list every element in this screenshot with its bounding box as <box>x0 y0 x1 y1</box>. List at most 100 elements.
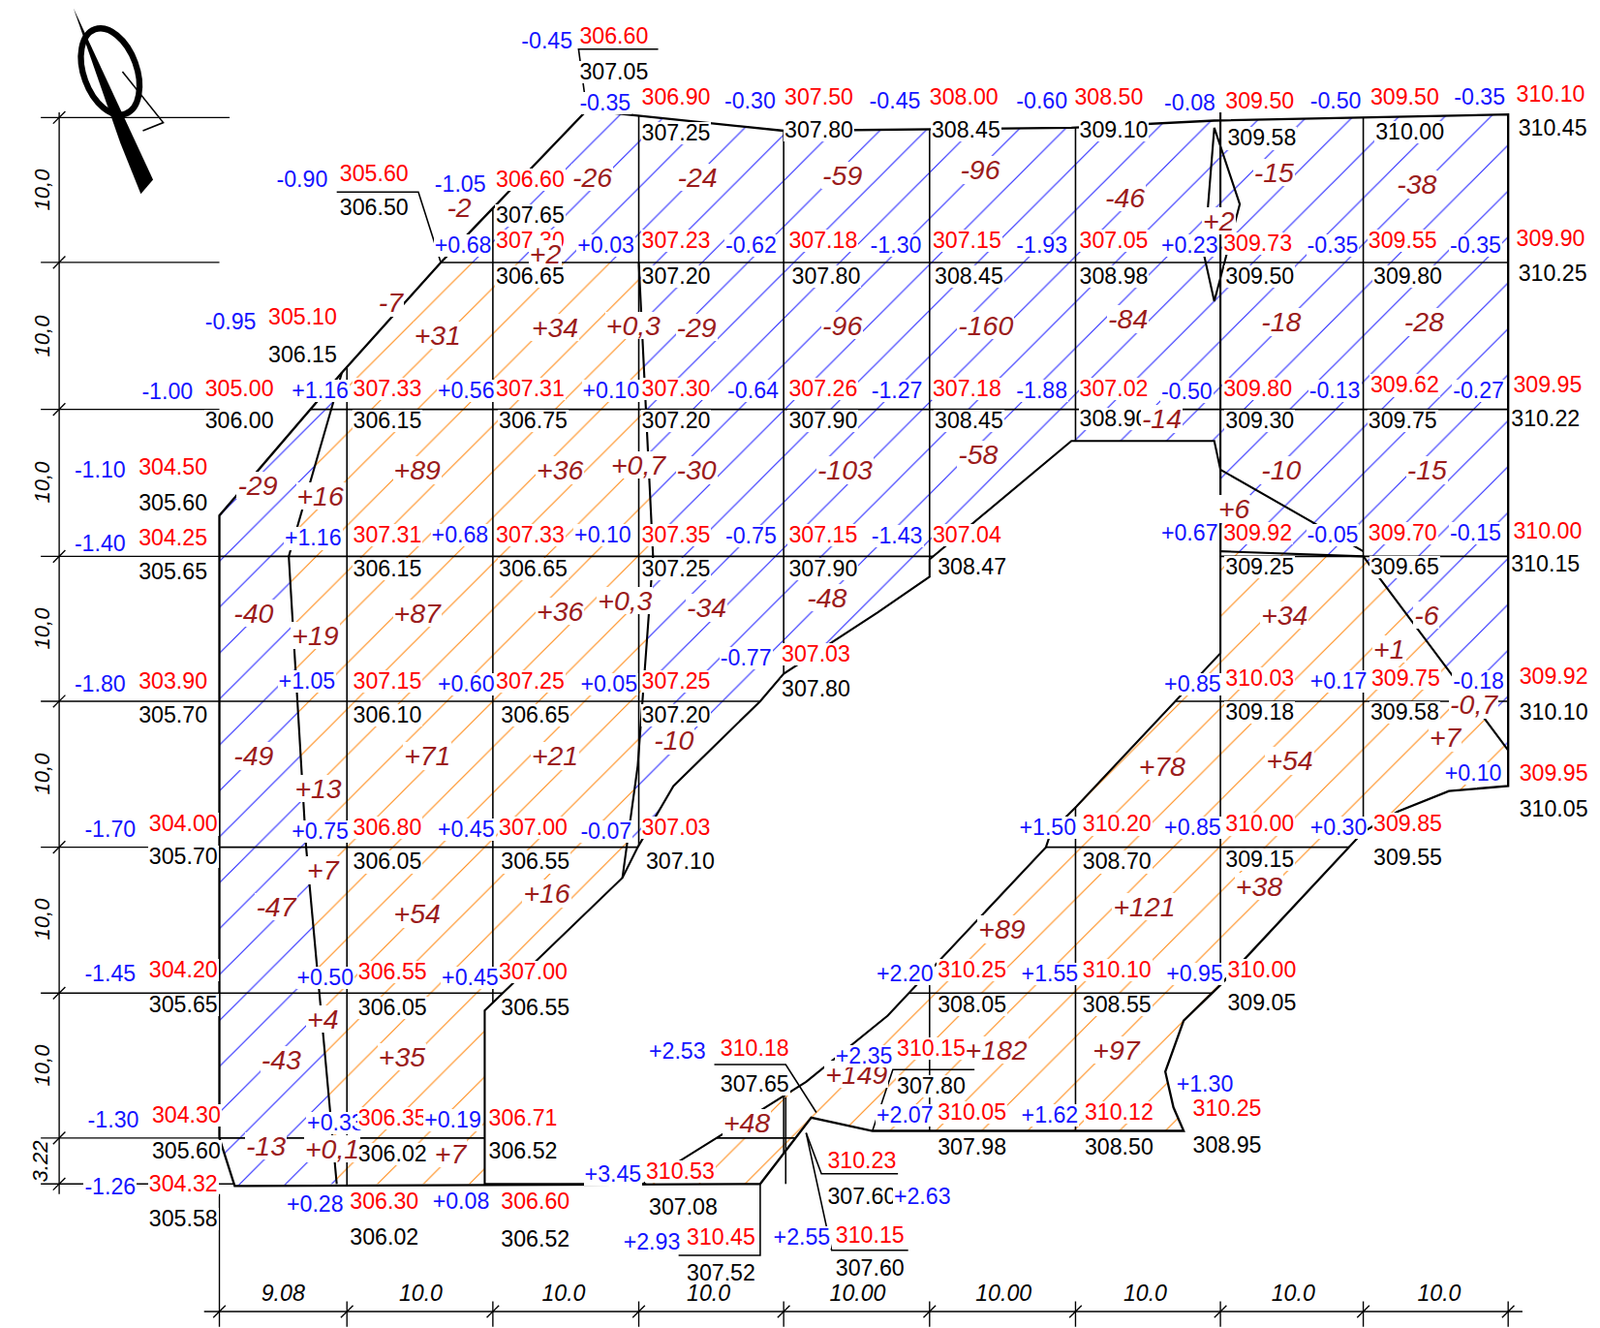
volume-number: -59 <box>821 161 863 189</box>
design-elevation: 309.75 <box>1370 667 1442 690</box>
natural-elevation: 308.90 <box>1078 407 1150 431</box>
design-elevation: 304.00 <box>148 812 219 835</box>
natural-elevation: 305.60 <box>151 1139 222 1163</box>
working-mark: -1.43 <box>870 524 924 548</box>
design-elevation: 309.92 <box>1518 665 1590 688</box>
natural-elevation: 308.47 <box>936 555 1008 579</box>
design-elevation: 310.12 <box>1083 1101 1155 1124</box>
working-mark: -0.90 <box>276 168 330 191</box>
volume-number: -96 <box>958 155 1001 184</box>
design-elevation: 307.33 <box>494 523 566 547</box>
natural-elevation: 305.58 <box>148 1207 219 1231</box>
natural-elevation: 306.55 <box>499 996 571 1019</box>
design-elevation: 309.85 <box>1372 812 1444 835</box>
natural-elevation: 306.00 <box>204 409 276 432</box>
working-mark: +0.30 <box>1309 816 1369 839</box>
natural-elevation: 309.18 <box>1224 701 1295 724</box>
natural-elevation: 309.50 <box>1224 265 1295 288</box>
working-mark: -1.30 <box>87 1108 141 1132</box>
natural-elevation: 308.45 <box>933 265 1005 288</box>
working-mark: -0.60 <box>1015 90 1069 113</box>
volume-number: -2 <box>445 193 472 221</box>
design-elevation: 305.10 <box>267 306 339 329</box>
design-elevation: 310.25 <box>936 958 1008 982</box>
natural-elevation: 310.15 <box>1509 553 1581 576</box>
natural-elevation: 308.70 <box>1081 850 1153 873</box>
working-mark: -0.45 <box>520 30 574 53</box>
natural-elevation: 310.22 <box>1509 407 1581 431</box>
working-mark: -0.30 <box>723 90 777 113</box>
working-mark: -1.10 <box>73 459 127 482</box>
working-mark: -0.77 <box>719 646 773 670</box>
volume-number: +16 <box>522 879 571 907</box>
working-mark: +0.50 <box>296 966 356 989</box>
natural-elevation: 307.60 <box>826 1185 897 1208</box>
working-mark: +0.33 <box>306 1111 366 1135</box>
working-mark: -0.13 <box>1308 379 1362 402</box>
dimension-label: 10.0 <box>398 1282 444 1305</box>
working-mark: +0.85 <box>1163 673 1223 696</box>
working-mark: +0.10 <box>573 523 633 547</box>
working-mark: +0.67 <box>1160 522 1220 545</box>
volume-number: +48 <box>722 1108 771 1137</box>
design-elevation: 310.10 <box>1515 83 1587 106</box>
natural-elevation: 309.30 <box>1224 409 1295 432</box>
working-mark: -0.75 <box>724 524 778 548</box>
working-mark: -0.07 <box>579 820 633 843</box>
design-elevation: 307.30 <box>641 377 712 400</box>
working-mark: -0.35 <box>1306 234 1360 257</box>
dimension-lines <box>40 111 1523 1327</box>
volume-number: -40 <box>232 599 275 627</box>
design-elevation: 306.30 <box>348 1190 420 1213</box>
design-elevation: 309.70 <box>1367 522 1439 545</box>
volume-number: +7 <box>433 1139 467 1168</box>
natural-elevation: 307.80 <box>791 265 862 288</box>
natural-elevation: 307.05 <box>578 61 649 84</box>
design-elevation: 310.25 <box>1192 1097 1263 1120</box>
natural-elevation: 309.10 <box>1078 119 1150 142</box>
natural-elevation: 307.65 <box>494 204 566 227</box>
working-mark: +2.07 <box>875 1104 935 1127</box>
design-elevation: 307.05 <box>1078 229 1150 252</box>
volume-number: -58 <box>956 440 999 468</box>
design-elevation: 307.15 <box>787 523 859 547</box>
design-elevation: 304.20 <box>148 958 219 982</box>
design-elevation: 310.18 <box>719 1037 791 1060</box>
volume-number: +0,7 <box>610 451 667 479</box>
working-mark: +1.62 <box>1020 1104 1080 1127</box>
volume-number: +97 <box>1091 1036 1140 1064</box>
design-elevation: 307.18 <box>931 377 1003 400</box>
natural-elevation: 308.55 <box>1081 993 1153 1016</box>
natural-elevation: 307.80 <box>780 677 852 701</box>
natural-elevation: 308.98 <box>1078 265 1150 288</box>
volume-number: -43 <box>260 1046 303 1074</box>
grid-lines <box>204 102 1521 1195</box>
volume-number: +54 <box>1264 746 1314 774</box>
natural-elevation: 309.15 <box>1224 848 1295 871</box>
natural-elevation: 306.05 <box>352 850 424 873</box>
volume-number: -38 <box>1395 170 1438 198</box>
volume-number: -96 <box>821 311 863 339</box>
working-mark: +0.56 <box>436 379 496 402</box>
natural-elevation: 308.95 <box>1192 1134 1263 1157</box>
design-elevation: 309.62 <box>1369 373 1441 397</box>
volume-number: +0,3 <box>605 311 662 339</box>
design-elevation: 307.23 <box>641 229 712 252</box>
design-elevation: 309.73 <box>1222 232 1293 255</box>
natural-elevation: 308.45 <box>930 119 1002 142</box>
volume-number: +54 <box>393 899 442 927</box>
natural-elevation: 307.60 <box>834 1257 906 1280</box>
fill-hatching <box>288 262 1508 1184</box>
volume-number: -34 <box>685 593 728 621</box>
natural-elevation: 309.58 <box>1226 126 1297 150</box>
design-elevation: 310.23 <box>826 1149 897 1172</box>
natural-elevation: 307.98 <box>936 1136 1008 1159</box>
natural-elevation: 305.65 <box>137 560 209 584</box>
working-mark: +0.68 <box>430 523 491 547</box>
natural-elevation: 309.55 <box>1372 846 1444 869</box>
working-mark: +0.60 <box>436 673 496 696</box>
volume-number: +34 <box>1260 601 1309 629</box>
volume-number: +21 <box>530 741 580 770</box>
design-elevation: 305.00 <box>204 377 276 400</box>
design-elevation: 307.25 <box>641 670 712 693</box>
